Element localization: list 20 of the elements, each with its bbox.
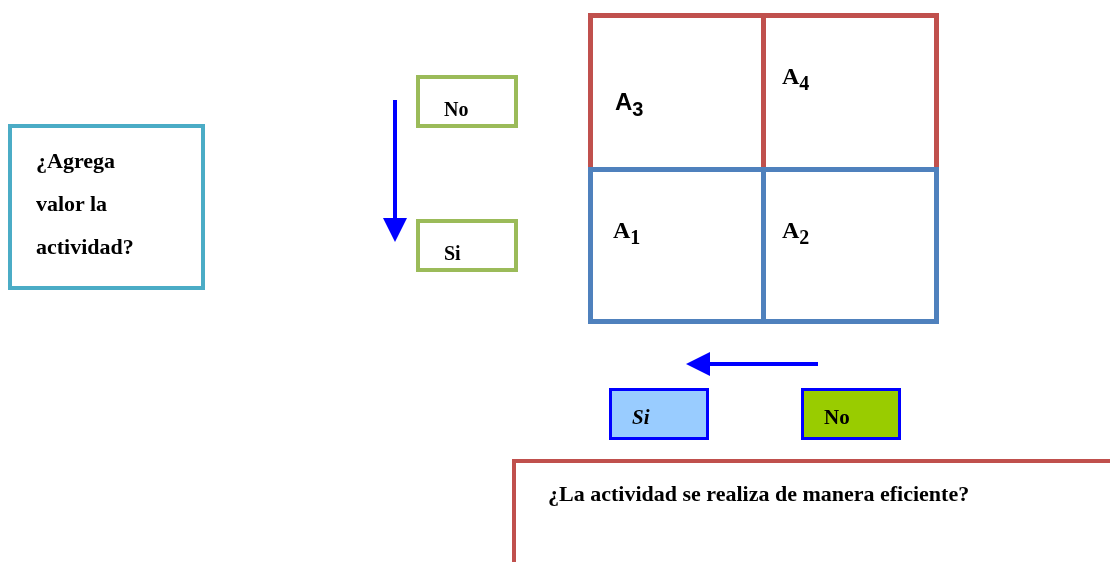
answer-text: Si [632, 405, 650, 431]
answer-box [801, 388, 901, 440]
answer-text: No [824, 405, 850, 431]
answer-box [609, 388, 709, 440]
quadrant-label: A$_{1}$ [613, 216, 641, 249]
question-box [8, 124, 205, 290]
answer-text: Si [444, 241, 461, 265]
question-box [512, 459, 1110, 562]
answer-box [416, 75, 518, 128]
answer-text: No [444, 97, 469, 121]
quadrant-label: A$_{2}$ [782, 216, 810, 249]
matrix-cell [588, 13, 766, 167]
matrix-cell [766, 167, 939, 324]
question-text: ¿Agrega valor la actividad? [36, 147, 135, 261]
quadrant-label: A$_{3}$ [615, 88, 644, 121]
quadrant-label: A$_{4}$ [782, 62, 810, 95]
matrix-cell [588, 167, 766, 324]
answer-box [416, 219, 518, 272]
question-text: ¿La actividad se realiza de manera eficiente? [548, 481, 970, 508]
matrix-cell [766, 13, 939, 167]
